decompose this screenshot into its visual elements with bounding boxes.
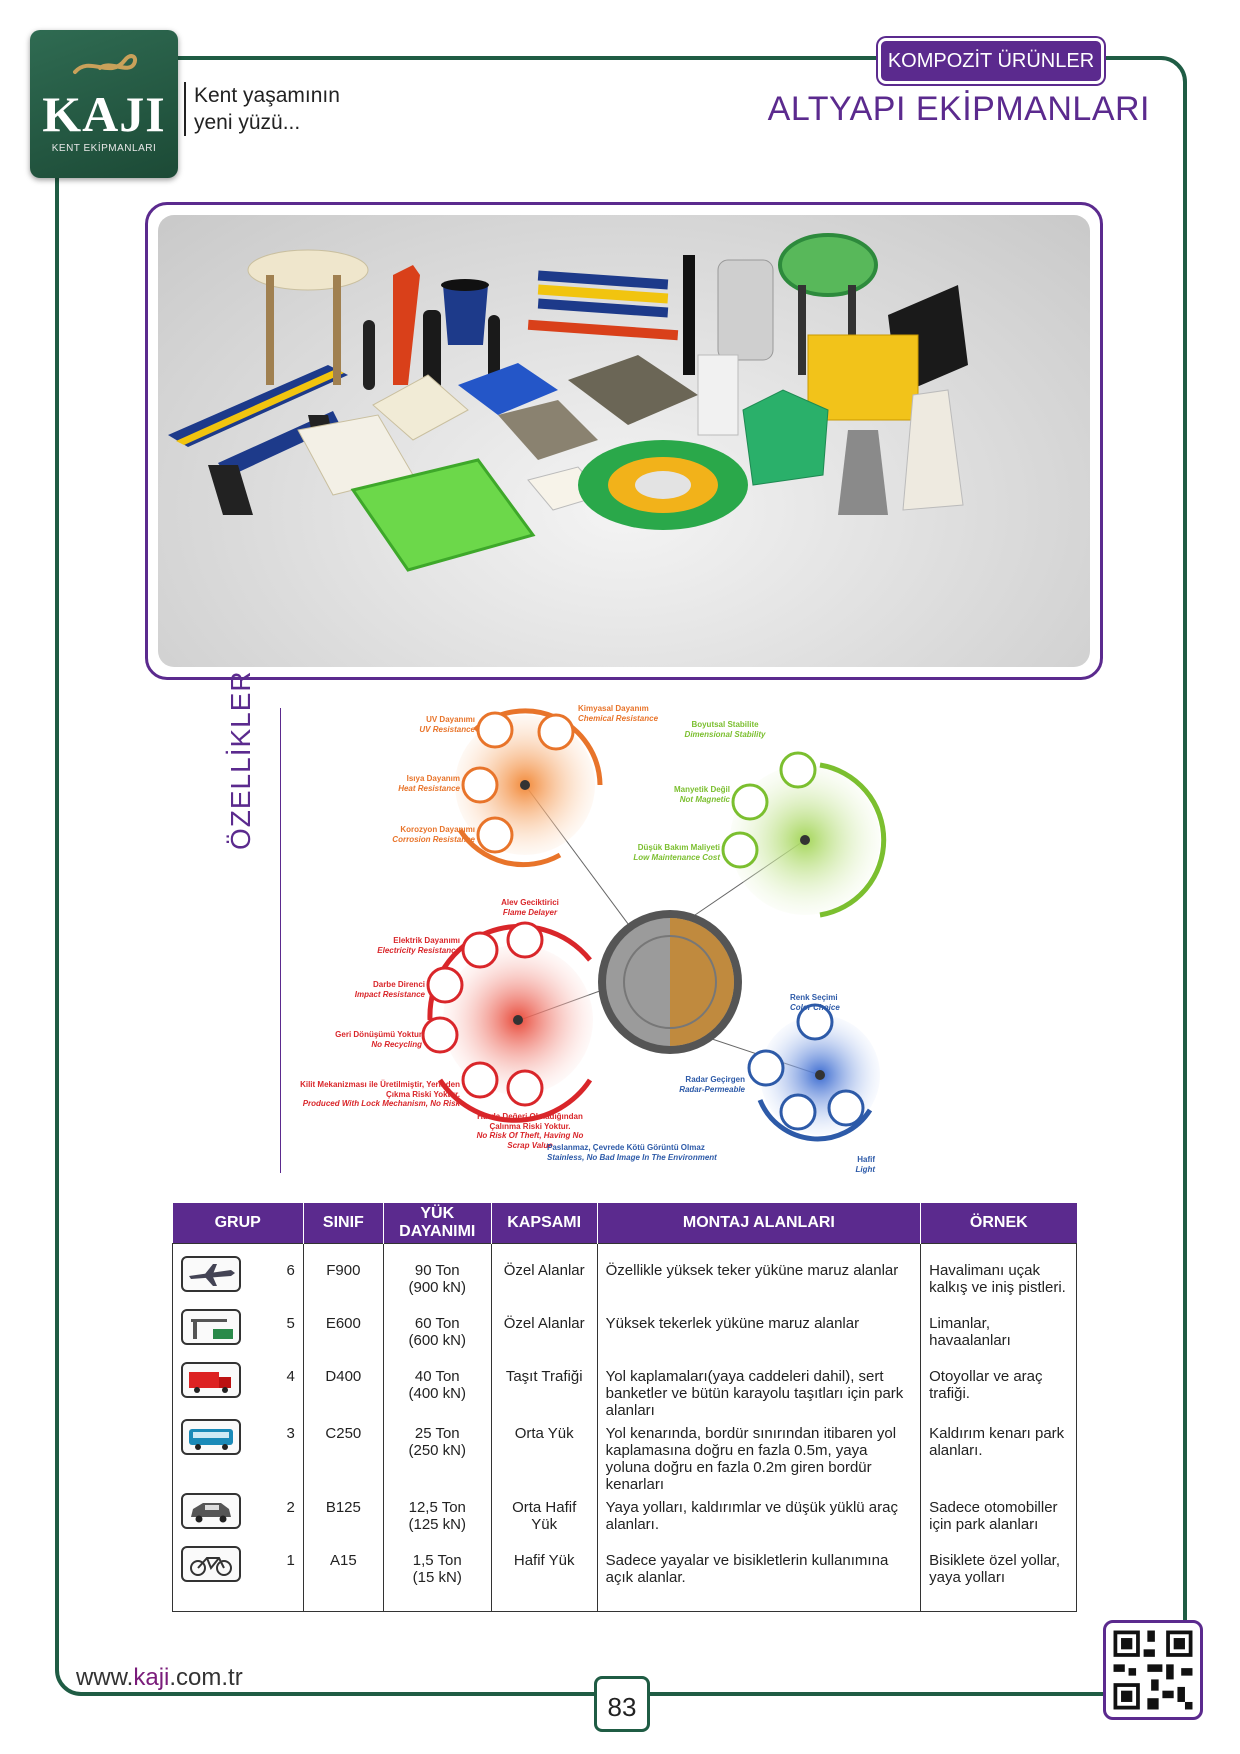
header-sinif: SINIF xyxy=(303,1203,384,1244)
page-title: ALTYAPI EKİPMANLARI xyxy=(767,90,1150,128)
table-row: 3 C250 25 Ton(250 kN) Orta Yük Yol kenar… xyxy=(173,1418,1077,1493)
kapsam-value: Orta Hafif Yük xyxy=(490,1492,598,1546)
ornek-value: Kaldırım kenarı park alanları. xyxy=(920,1418,1077,1493)
sinif-value: E600 xyxy=(302,1308,384,1362)
table-header-row: GRUP SINIF YÜK DAYANIMI KAPSAMI MONTAJ A… xyxy=(172,1203,1077,1244)
header-ornek: ÖRNEK xyxy=(920,1203,1077,1244)
qr-code-icon[interactable] xyxy=(1103,1620,1203,1720)
kapsam-value: Orta Yük xyxy=(490,1418,598,1493)
montaj-value: Özellikle yüksek teker yüküne maruz alan… xyxy=(596,1243,921,1309)
table-row: 2 B125 12,5 Ton(125 kN) Orta Hafif Yük Y… xyxy=(173,1492,1077,1546)
yuk-value: 40 Ton(400 kN) xyxy=(382,1361,492,1419)
ornek-value: Otoyollar ve araç trafiği. xyxy=(920,1361,1077,1419)
header-montaj: MONTAJ ALANLARI xyxy=(597,1203,922,1244)
kapsam-value: Özel Alanlar xyxy=(490,1243,598,1309)
airplane-icon xyxy=(181,1256,241,1292)
logo-swirl-icon xyxy=(73,54,137,74)
sinif-value: B125 xyxy=(302,1492,384,1546)
yuk-value: 90 Ton(900 kN) xyxy=(382,1243,492,1309)
feature-lock: Kilit Mekanizması ile Üretilmiştir, Yeri… xyxy=(300,1080,460,1108)
table-row: 1 A15 1,5 Ton(15 kN) Hafif Yük Sadece ya… xyxy=(173,1545,1077,1612)
header-kapsam: KAPSAMI xyxy=(491,1203,598,1244)
brand-tagline: Kent yaşamının yeni yüzü... xyxy=(184,82,374,136)
table-row: 4 D400 40 Ton(400 kN) Taşıt Trafiği Yol … xyxy=(173,1361,1077,1419)
product-photo-frame xyxy=(145,202,1103,680)
sinif-value: D400 xyxy=(302,1361,384,1419)
load-class-table: GRUP SINIF YÜK DAYANIMI KAPSAMI MONTAJ A… xyxy=(172,1203,1077,1612)
montaj-value: Yüksek tekerlek yüküne maruz alanlar xyxy=(596,1308,921,1362)
montaj-value: Yaya yolları, kaldırımlar ve düşük yüklü… xyxy=(596,1492,921,1546)
yuk-value: 12,5 Ton(125 kN) xyxy=(382,1492,492,1546)
ornek-value: Sadece otomobiller için park alanları xyxy=(920,1492,1077,1546)
table-row: 5 E600 60 Ton(600 kN) Özel Alanlar Yükse… xyxy=(173,1308,1077,1362)
grup-value: 1 xyxy=(286,1551,295,1569)
header-yuk: YÜK DAYANIMI xyxy=(383,1203,492,1244)
brand-logo: KAJI KENT EKİPMANLARI xyxy=(30,30,178,178)
yuk-value: 25 Ton(250 kN) xyxy=(382,1418,492,1493)
ornek-value: Limanlar, havaalanları xyxy=(920,1308,1077,1362)
table-row: 6 F900 90 Ton(900 kN) Özel Alanlar Özell… xyxy=(173,1243,1077,1309)
products-illustration xyxy=(168,233,968,572)
grup-value: 3 xyxy=(286,1424,295,1442)
sinif-value: F900 xyxy=(302,1243,384,1309)
yuk-value: 1,5 Ton(15 kN) xyxy=(382,1545,492,1612)
brand-name: KAJI xyxy=(42,86,166,142)
product-photo xyxy=(158,215,1090,667)
sinif-value: A15 xyxy=(302,1545,384,1612)
car-icon xyxy=(181,1492,241,1529)
features-divider xyxy=(280,708,281,1173)
kapsam-value: Özel Alanlar xyxy=(490,1308,598,1362)
feature-theft: Hurda Değeri Olmadığından Çalınma Riski … xyxy=(476,1112,584,1150)
montaj-value: Yol kaplamaları(yaya caddeleri dahil), s… xyxy=(596,1361,921,1419)
sinif-value: C250 xyxy=(302,1418,384,1493)
grup-value: 6 xyxy=(286,1262,295,1279)
kapsam-value: Hafif Yük xyxy=(490,1545,598,1612)
features-heading: ÖZELLİKLER xyxy=(225,670,256,850)
grup-value: 4 xyxy=(286,1367,295,1385)
yuk-value: 60 Ton(600 kN) xyxy=(382,1308,492,1362)
truck-icon xyxy=(181,1361,241,1398)
bus-icon xyxy=(181,1418,241,1455)
header-grup: GRUP xyxy=(172,1203,304,1244)
website-link[interactable]: www.kaji.com.tr xyxy=(76,1664,243,1691)
montaj-value: Yol kenarında, bordür sınırından itibare… xyxy=(596,1418,921,1493)
brand-subtitle: KENT EKİPMANLARI xyxy=(51,143,157,154)
ornek-value: Havalimanı uçak kalkış ve iniş pistleri. xyxy=(920,1243,1077,1309)
kapsam-value: Taşıt Trafiği xyxy=(490,1361,598,1419)
features-diagram-graphics xyxy=(421,708,887,1142)
ornek-value: Bisiklete özel yollar, yaya yolları xyxy=(920,1545,1077,1612)
page-number: 83 xyxy=(594,1676,650,1732)
montaj-value: Sadece yayalar ve bisikletlerin kullanım… xyxy=(596,1545,921,1612)
grup-value: 5 xyxy=(286,1314,295,1332)
bicycle-icon xyxy=(181,1545,241,1582)
category-badge: KOMPOZİT ÜRÜNLER xyxy=(878,38,1104,84)
port-crane-icon xyxy=(181,1308,241,1345)
grup-value: 2 xyxy=(286,1498,295,1516)
